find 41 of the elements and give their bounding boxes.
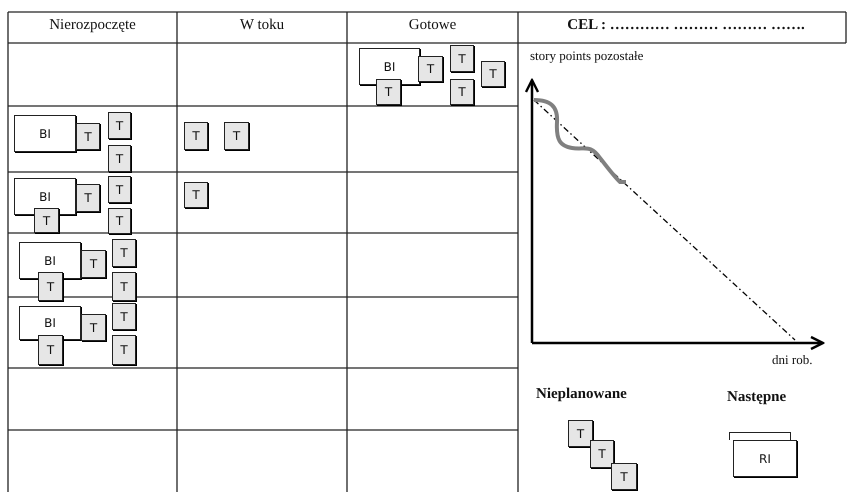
task-card: T (112, 303, 136, 330)
task-card: T (108, 112, 131, 139)
column-header: W toku (238, 17, 286, 34)
column-header: Nierozpoczęte (48, 17, 137, 34)
task-card: T (418, 56, 443, 82)
task-card: T (184, 122, 208, 150)
task-card: T (590, 440, 614, 468)
task-card: T (450, 45, 474, 72)
task-card: T (76, 184, 100, 212)
task-card: T (112, 239, 136, 267)
task-card: T (568, 420, 593, 447)
task-card: T (108, 208, 131, 234)
task-card: T (108, 176, 131, 203)
task-card: T (184, 182, 208, 208)
story-card: BI (14, 115, 76, 152)
story-card: BI (19, 306, 81, 340)
task-card: T (38, 335, 63, 365)
task-card: T (112, 272, 136, 301)
task-card: T (38, 272, 63, 301)
task-card: T (112, 335, 136, 365)
task-card: T (81, 314, 106, 341)
story-card: BI (359, 48, 420, 85)
task-card: T (450, 79, 474, 105)
story-card: BI (14, 178, 76, 215)
task-card: T (76, 123, 100, 150)
task-card: T (34, 208, 59, 233)
axis-label: dni rob. (772, 352, 812, 368)
axis-label: story points pozostałe (530, 48, 644, 64)
section-heading: Nieplanowane (536, 386, 627, 403)
column-header: Gotowe (408, 17, 458, 34)
story-card (729, 432, 791, 440)
section-heading: Następne (727, 389, 786, 406)
task-card: T (224, 122, 249, 150)
task-card: T (108, 145, 131, 172)
task-card: T (81, 250, 106, 278)
story-card: BI (19, 242, 81, 279)
task-card: T (611, 463, 637, 490)
task-card: T (376, 79, 401, 105)
task-card: T (481, 61, 505, 87)
story-card: RI (733, 440, 797, 477)
goal-label: CEL : ………… ……… ……… ……. (566, 17, 806, 34)
